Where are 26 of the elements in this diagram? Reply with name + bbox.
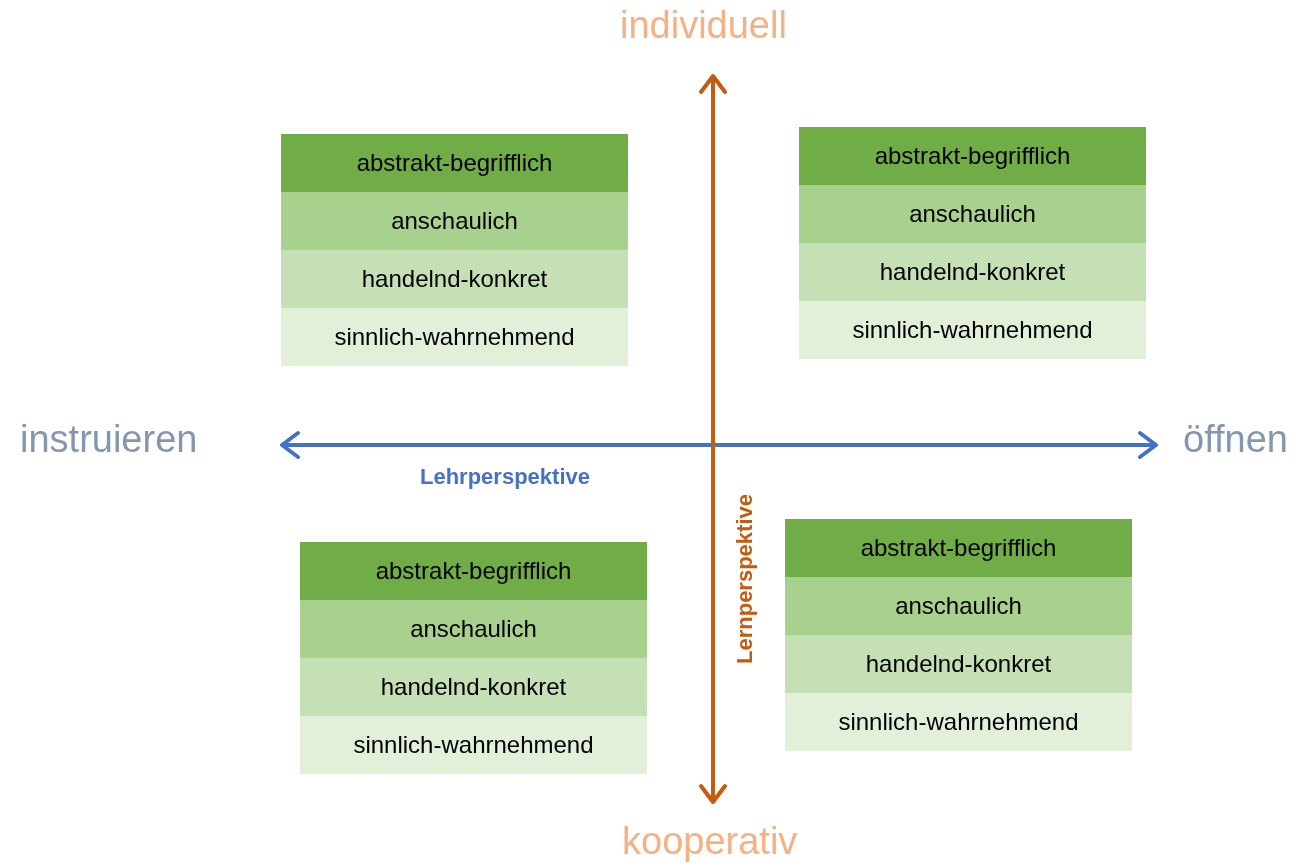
level-row: sinnlich-wahrnehmend: [281, 308, 628, 366]
axis-label: instruieren: [20, 418, 198, 461]
level-row: anschaulich: [300, 600, 647, 658]
level-row: abstrakt-begrifflich: [785, 519, 1132, 577]
level-row: sinnlich-wahrnehmend: [785, 693, 1132, 751]
level-row: sinnlich-wahrnehmend: [300, 716, 647, 774]
axis-label: Lernperspektive: [732, 494, 758, 664]
axis-label: öffnen: [1183, 418, 1288, 461]
level-row: handelnd-konkret: [281, 250, 628, 308]
level-row: handelnd-konkret: [785, 635, 1132, 693]
level-stack: [785, 519, 1132, 751]
level-row: sinnlich-wahrnehmend: [799, 301, 1146, 359]
level-row: anschaulich: [785, 577, 1132, 635]
level-row: abstrakt-begrifflich: [281, 134, 628, 192]
level-row: anschaulich: [281, 192, 628, 250]
level-stack: [300, 542, 647, 774]
level-stack: [799, 127, 1146, 359]
axis-label: Lehrperspektive: [420, 464, 590, 490]
axis-label: individuell: [620, 4, 787, 47]
level-row: anschaulich: [799, 185, 1146, 243]
level-row: abstrakt-begrifflich: [300, 542, 647, 600]
axis-label: kooperativ: [622, 820, 798, 863]
level-row: handelnd-konkret: [300, 658, 647, 716]
level-stack: [281, 134, 628, 366]
level-row: abstrakt-begrifflich: [799, 127, 1146, 185]
level-row: handelnd-konkret: [799, 243, 1146, 301]
